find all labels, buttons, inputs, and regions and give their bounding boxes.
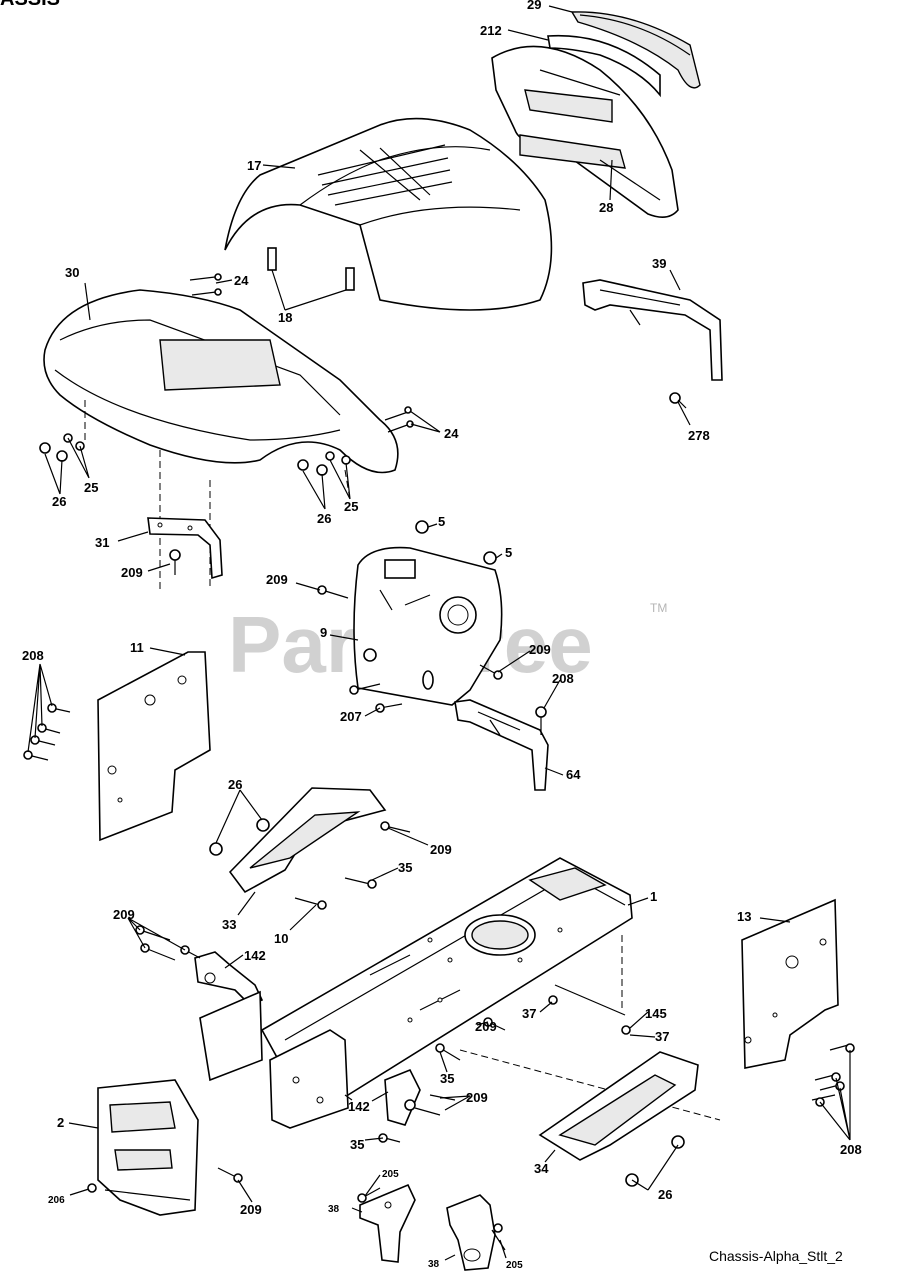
callout-26-right-footrest: 26 [658,1187,672,1202]
callout-leader-lines [27,5,851,1261]
parts-25-26-left-hardware [39,433,85,462]
callout-18: 18 [278,310,292,325]
callout-25-left: 25 [84,480,98,495]
callout-205-right: 205 [506,1260,523,1271]
part-212-grille-insert [547,34,661,98]
callout-35-center: 35 [440,1071,454,1086]
part-208-bolts-right [811,1043,855,1107]
callout-208-upper: 208 [552,671,574,686]
part-31-fender-bracket [147,517,223,580]
callout-10: 10 [274,931,288,946]
part-11-left-side-plate [97,651,211,842]
part-10-bolt [294,897,327,910]
part-9-dash-panel [353,546,503,706]
callout-209-fender: 209 [121,565,143,580]
watermark-trademark: TM [650,601,667,615]
part-208-bolts-left [23,703,71,761]
callout-35-footrest: 35 [398,860,412,875]
callout-209-dash-left: 209 [266,572,288,587]
callout-209-front: 209 [113,907,135,922]
callout-5-upper: 5 [438,514,445,529]
callout-207: 207 [340,709,362,724]
part-35-bolt-footrest [344,877,377,889]
callout-35-lower: 35 [350,1137,364,1152]
part-34-right-footrest [538,1051,699,1161]
callout-31: 31 [95,535,109,550]
parts-25-26-right-hardware [297,451,351,476]
callout-212: 212 [480,23,502,38]
part-142-front-bracket [194,951,264,1082]
part-30-fender [43,289,399,474]
part-205-bolts [357,1187,506,1251]
callout-209-center-lower: 209 [466,1090,488,1105]
callout-26-right: 26 [317,511,331,526]
callout-9: 9 [320,625,327,640]
part-207-bolts [349,683,403,713]
part-33-left-footrest [228,787,387,894]
callout-142-front: 142 [244,948,266,963]
part-209-bolt-dash-right [479,664,503,680]
callout-206: 206 [48,1195,65,1206]
callout-39: 39 [652,256,666,271]
part-17-hood [224,117,553,311]
part-64-dash-bracket [454,699,549,791]
callout-145: 145 [645,1006,667,1021]
part-145-rod [548,984,631,1035]
part-24-screws-upper [189,273,222,296]
part-208-bolt-upper [535,706,547,735]
callout-209-dash-right: 209 [529,642,551,657]
part-209-bolts-center [404,1017,506,1116]
part-18-hood-bumpers [267,247,355,291]
part-29-grille-top [570,11,701,89]
callout-209-front-plate: 209 [240,1202,262,1217]
callout-26-left: 26 [52,494,66,509]
callout-5-lower: 5 [505,545,512,560]
part-209-bolts-front [135,925,201,961]
part-35-bolts-center [378,1043,461,1143]
part-209-bolt-fender [169,549,181,575]
callout-26-footrest: 26 [228,777,242,792]
callout-17: 17 [247,158,261,173]
diagram-caption: Chassis-Alpha_Stlt_2 [709,1248,843,1264]
callout-142-rear: 142 [348,1099,370,1114]
part-142-rear-bracket [269,1029,421,1129]
callout-64: 64 [566,767,581,782]
part-13-right-side-plate [741,898,839,1069]
callout-278: 278 [688,428,710,443]
part-2-front-plate [97,1079,199,1216]
part-209-bolt-footrest [380,821,411,833]
callout-208-left: 208 [22,648,44,663]
callout-1: 1 [650,889,657,904]
callout-30: 30 [65,265,79,280]
part-278-screw [669,392,687,409]
callout-208-right: 208 [840,1142,862,1157]
callout-11: 11 [130,640,144,655]
callout-25-right: 25 [344,499,358,514]
part-24-screws-lower [384,406,414,433]
part-206-bolt [69,1183,97,1196]
callout-209-center: 209 [475,1019,497,1034]
callout-13: 13 [737,909,751,924]
callout-38-left: 38 [328,1204,340,1215]
callout-28: 28 [599,200,613,215]
page-heading-fragment: ASSIS [0,0,60,11]
callout-209-footrest: 209 [430,842,452,857]
part-209-bolt-front-plate [217,1167,243,1183]
callout-29: 29 [527,0,541,12]
callout-33: 33 [222,917,236,932]
part-38-right-bracket [446,1194,496,1271]
part-38-left-bracket [359,1183,416,1263]
callout-2: 2 [57,1115,64,1130]
callout-37-lower: 37 [655,1029,669,1044]
callout-24-upper: 24 [234,273,249,288]
callout-24-lower: 24 [444,426,459,441]
callout-205-left: 205 [382,1169,399,1180]
part-28-grille-housing [491,45,679,218]
part-39-hood-bracket [582,279,723,381]
callout-37-upper: 37 [522,1006,536,1021]
callout-34: 34 [534,1161,549,1176]
callout-38-right: 38 [428,1259,440,1270]
part-209-bolt-dash-left [317,585,349,599]
